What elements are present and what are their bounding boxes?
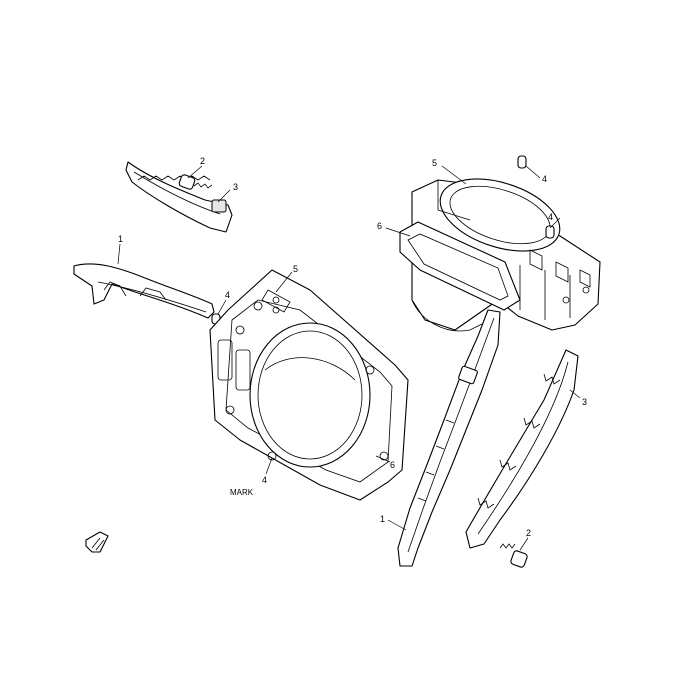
chain-guide-left: [73, 263, 215, 319]
callout-2-top: 2: [200, 156, 205, 166]
tensioner-guide-right: [465, 349, 579, 549]
callout-5-mid: 5: [293, 264, 298, 274]
callout-5-right: 5: [432, 158, 437, 168]
callout-6-mid: 6: [390, 460, 395, 470]
bolt-lower: [499, 543, 528, 568]
cylinder-gasket-right: [399, 221, 521, 311]
callout-4-right-mid: 4: [548, 212, 553, 222]
callout-6-right: 6: [377, 221, 382, 231]
callout-2-bottom: 2: [526, 528, 531, 538]
cylinder-block: [411, 178, 601, 332]
front-arrow-icon: [85, 531, 109, 553]
callout-4-bottom: 4: [262, 475, 267, 485]
callout-3-right: 3: [582, 397, 587, 407]
callout-3-top: 3: [233, 182, 238, 192]
leader-lines: [117, 165, 581, 551]
bolt-upper: [178, 174, 213, 190]
cylinder-gasket: [209, 269, 409, 501]
callout-4-mid: 4: [225, 290, 230, 300]
chain-guide-small: [125, 161, 233, 233]
dowel-pin-right-mid: [545, 225, 555, 239]
callout-1-bottom: 1: [380, 514, 385, 524]
callout-4-right-top: 4: [542, 174, 547, 184]
chain-guide-right: [397, 309, 501, 567]
mark-label: MARK: [230, 488, 254, 497]
callout-1-left: 1: [118, 234, 123, 244]
dowel-pin-right-top: [517, 155, 527, 169]
